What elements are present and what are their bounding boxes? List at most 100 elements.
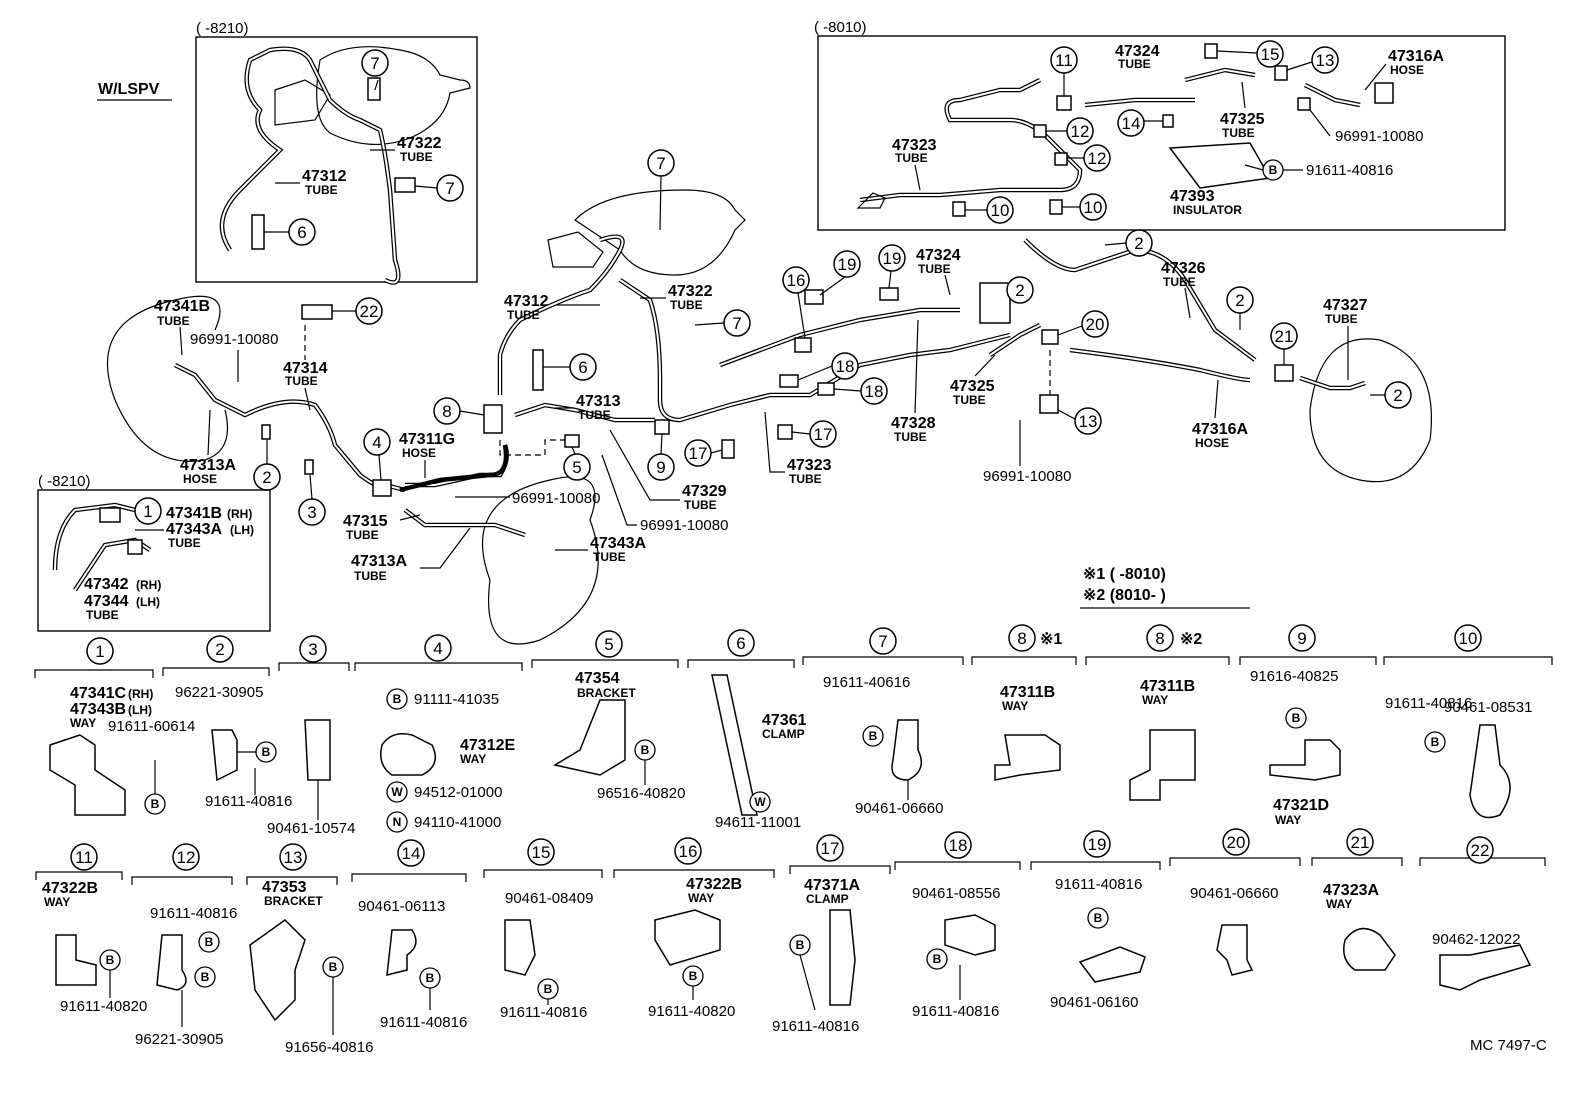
legend-mark: ※2 <box>1180 631 1202 648</box>
main-diagram: 22 2 3 4 8 6 5 7 7 9 17 17 16 19 19 18 1… <box>106 149 1432 645</box>
svg-text:8: 8 <box>442 402 451 421</box>
callout-1: 1 <box>134 497 162 525</box>
label-47322: 47322 <box>397 135 442 152</box>
clamp-part-icon <box>1216 924 1254 976</box>
label-47325: 47325 <box>1220 111 1265 128</box>
washer-symbol: W <box>386 781 408 803</box>
legend-callout-6: 6 <box>727 629 755 657</box>
legend-part-number: 91611-40820 <box>60 998 147 1015</box>
callout-13: 13 <box>1074 407 1102 435</box>
label-47312: 47312 <box>302 168 347 185</box>
svg-text:15: 15 <box>532 843 551 862</box>
legend-part-type: CLAMP <box>762 727 805 741</box>
bolt-symbol: B <box>634 739 656 761</box>
inset-hose-path <box>1303 82 1361 108</box>
bolt-symbol: B <box>537 978 559 1000</box>
way-part-icon <box>1269 739 1341 781</box>
legend-callout-11: 11 <box>70 843 98 871</box>
label-tube: TUBE <box>894 430 927 444</box>
svg-text:B: B <box>262 745 271 759</box>
svg-text:8: 8 <box>1017 629 1026 648</box>
callout-18: 18 <box>860 377 888 405</box>
inset-frame <box>817 35 1506 231</box>
legend-part-type: WAY <box>1326 897 1352 911</box>
svg-text:13: 13 <box>284 848 303 867</box>
legend-part-number: 90461-08531 <box>1444 699 1532 716</box>
label-47328: 47328 <box>891 415 936 432</box>
callout-12: 12 <box>1066 117 1094 145</box>
label-47323: 47323 <box>787 457 832 474</box>
legend-part-number: 91611-40820 <box>648 1003 735 1020</box>
way-part-icon <box>994 734 1061 781</box>
svg-text:17: 17 <box>814 425 833 444</box>
callout-2: 2 <box>253 463 281 491</box>
svg-text:11: 11 <box>75 848 93 867</box>
callout-2: 2 <box>1226 286 1254 314</box>
svg-text:3: 3 <box>308 640 317 659</box>
legend-part-number: 96221-30905 <box>175 684 263 701</box>
clamp-part-icon <box>386 929 417 976</box>
legend-callout-16: 16 <box>674 837 702 865</box>
label-47313A: 47313A <box>351 553 407 570</box>
callout-6: 6 <box>288 218 316 246</box>
legend-part-type: BRACKET <box>264 894 323 908</box>
legend-part-number: 47354 <box>575 670 620 687</box>
svg-text:B: B <box>641 743 650 757</box>
svg-text:B: B <box>205 935 214 949</box>
label-hose: HOSE <box>183 472 217 486</box>
legend-part-number: 90461-06113 <box>358 898 445 915</box>
callout-5: 5 <box>563 453 591 481</box>
callout-2: 2 <box>1006 276 1034 304</box>
label-96991-10080: 96991-10080 <box>640 517 728 534</box>
bolt-symbol: B <box>1262 159 1284 181</box>
label-tube: TUBE <box>670 298 703 312</box>
legend-part-number: 47311B <box>1140 678 1195 695</box>
label-96991-10080: 96991-10080 <box>983 468 1071 485</box>
legend-callout-2: 2 <box>206 635 234 663</box>
svg-text:B: B <box>689 969 698 983</box>
label-47342: 47342 <box>84 576 129 593</box>
svg-text:18: 18 <box>836 357 855 376</box>
label-lh: (LH) <box>230 523 254 537</box>
legend-callout-4: 4 <box>424 634 452 662</box>
label-96991-10080: 96991-10080 <box>512 490 600 507</box>
clamp-part-icon <box>1469 724 1511 819</box>
legend-part-type: CLAMP <box>806 892 849 906</box>
callout-6: 6 <box>569 353 597 381</box>
label-tube: TUBE <box>895 151 928 165</box>
legend-callout-8: 8 <box>1146 624 1174 652</box>
label-tube: TUBE <box>168 536 201 550</box>
label-tube: TUBE <box>285 374 318 388</box>
label-tube: TUBE <box>86 608 119 622</box>
svg-text:17: 17 <box>821 839 840 858</box>
label-47341B: 47341B <box>154 298 210 315</box>
way-part <box>483 404 503 434</box>
svg-text:22: 22 <box>360 302 379 321</box>
callout-22: 22 <box>355 297 383 325</box>
date-notes: ※1 ( -8010) ※2 (8010- ) <box>1080 566 1250 609</box>
svg-text:5: 5 <box>572 458 581 477</box>
legend-part-number: 90461-08556 <box>912 885 1000 902</box>
callout-10: 10 <box>986 196 1014 224</box>
svg-text:7: 7 <box>878 632 887 651</box>
hose-fitting <box>1374 82 1394 104</box>
bolt-symbol: B <box>255 741 277 763</box>
legend-part-number: 47322B <box>686 876 742 893</box>
inset-range-label: ( -8210) <box>38 473 91 490</box>
callout-9: 9 <box>647 453 675 481</box>
svg-text:21: 21 <box>1275 327 1294 346</box>
callout-4: 4 <box>363 428 391 456</box>
svg-text:6: 6 <box>736 634 745 653</box>
svg-text:B: B <box>106 953 115 967</box>
lspv-valve <box>979 282 1011 324</box>
legend-part-type: WAY <box>460 752 486 766</box>
svg-text:22: 22 <box>1471 841 1490 860</box>
legend-part-number: 91111-41035 <box>414 691 499 708</box>
note-2: ※2 (8010- ) <box>1083 587 1166 604</box>
label-47344: 47344 <box>84 593 129 610</box>
svg-text:1: 1 <box>95 642 104 661</box>
legend-part-number: 47312E <box>460 737 515 754</box>
bolt-symbol: B <box>419 967 441 989</box>
legend-part-number: 47311B <box>1000 684 1055 701</box>
